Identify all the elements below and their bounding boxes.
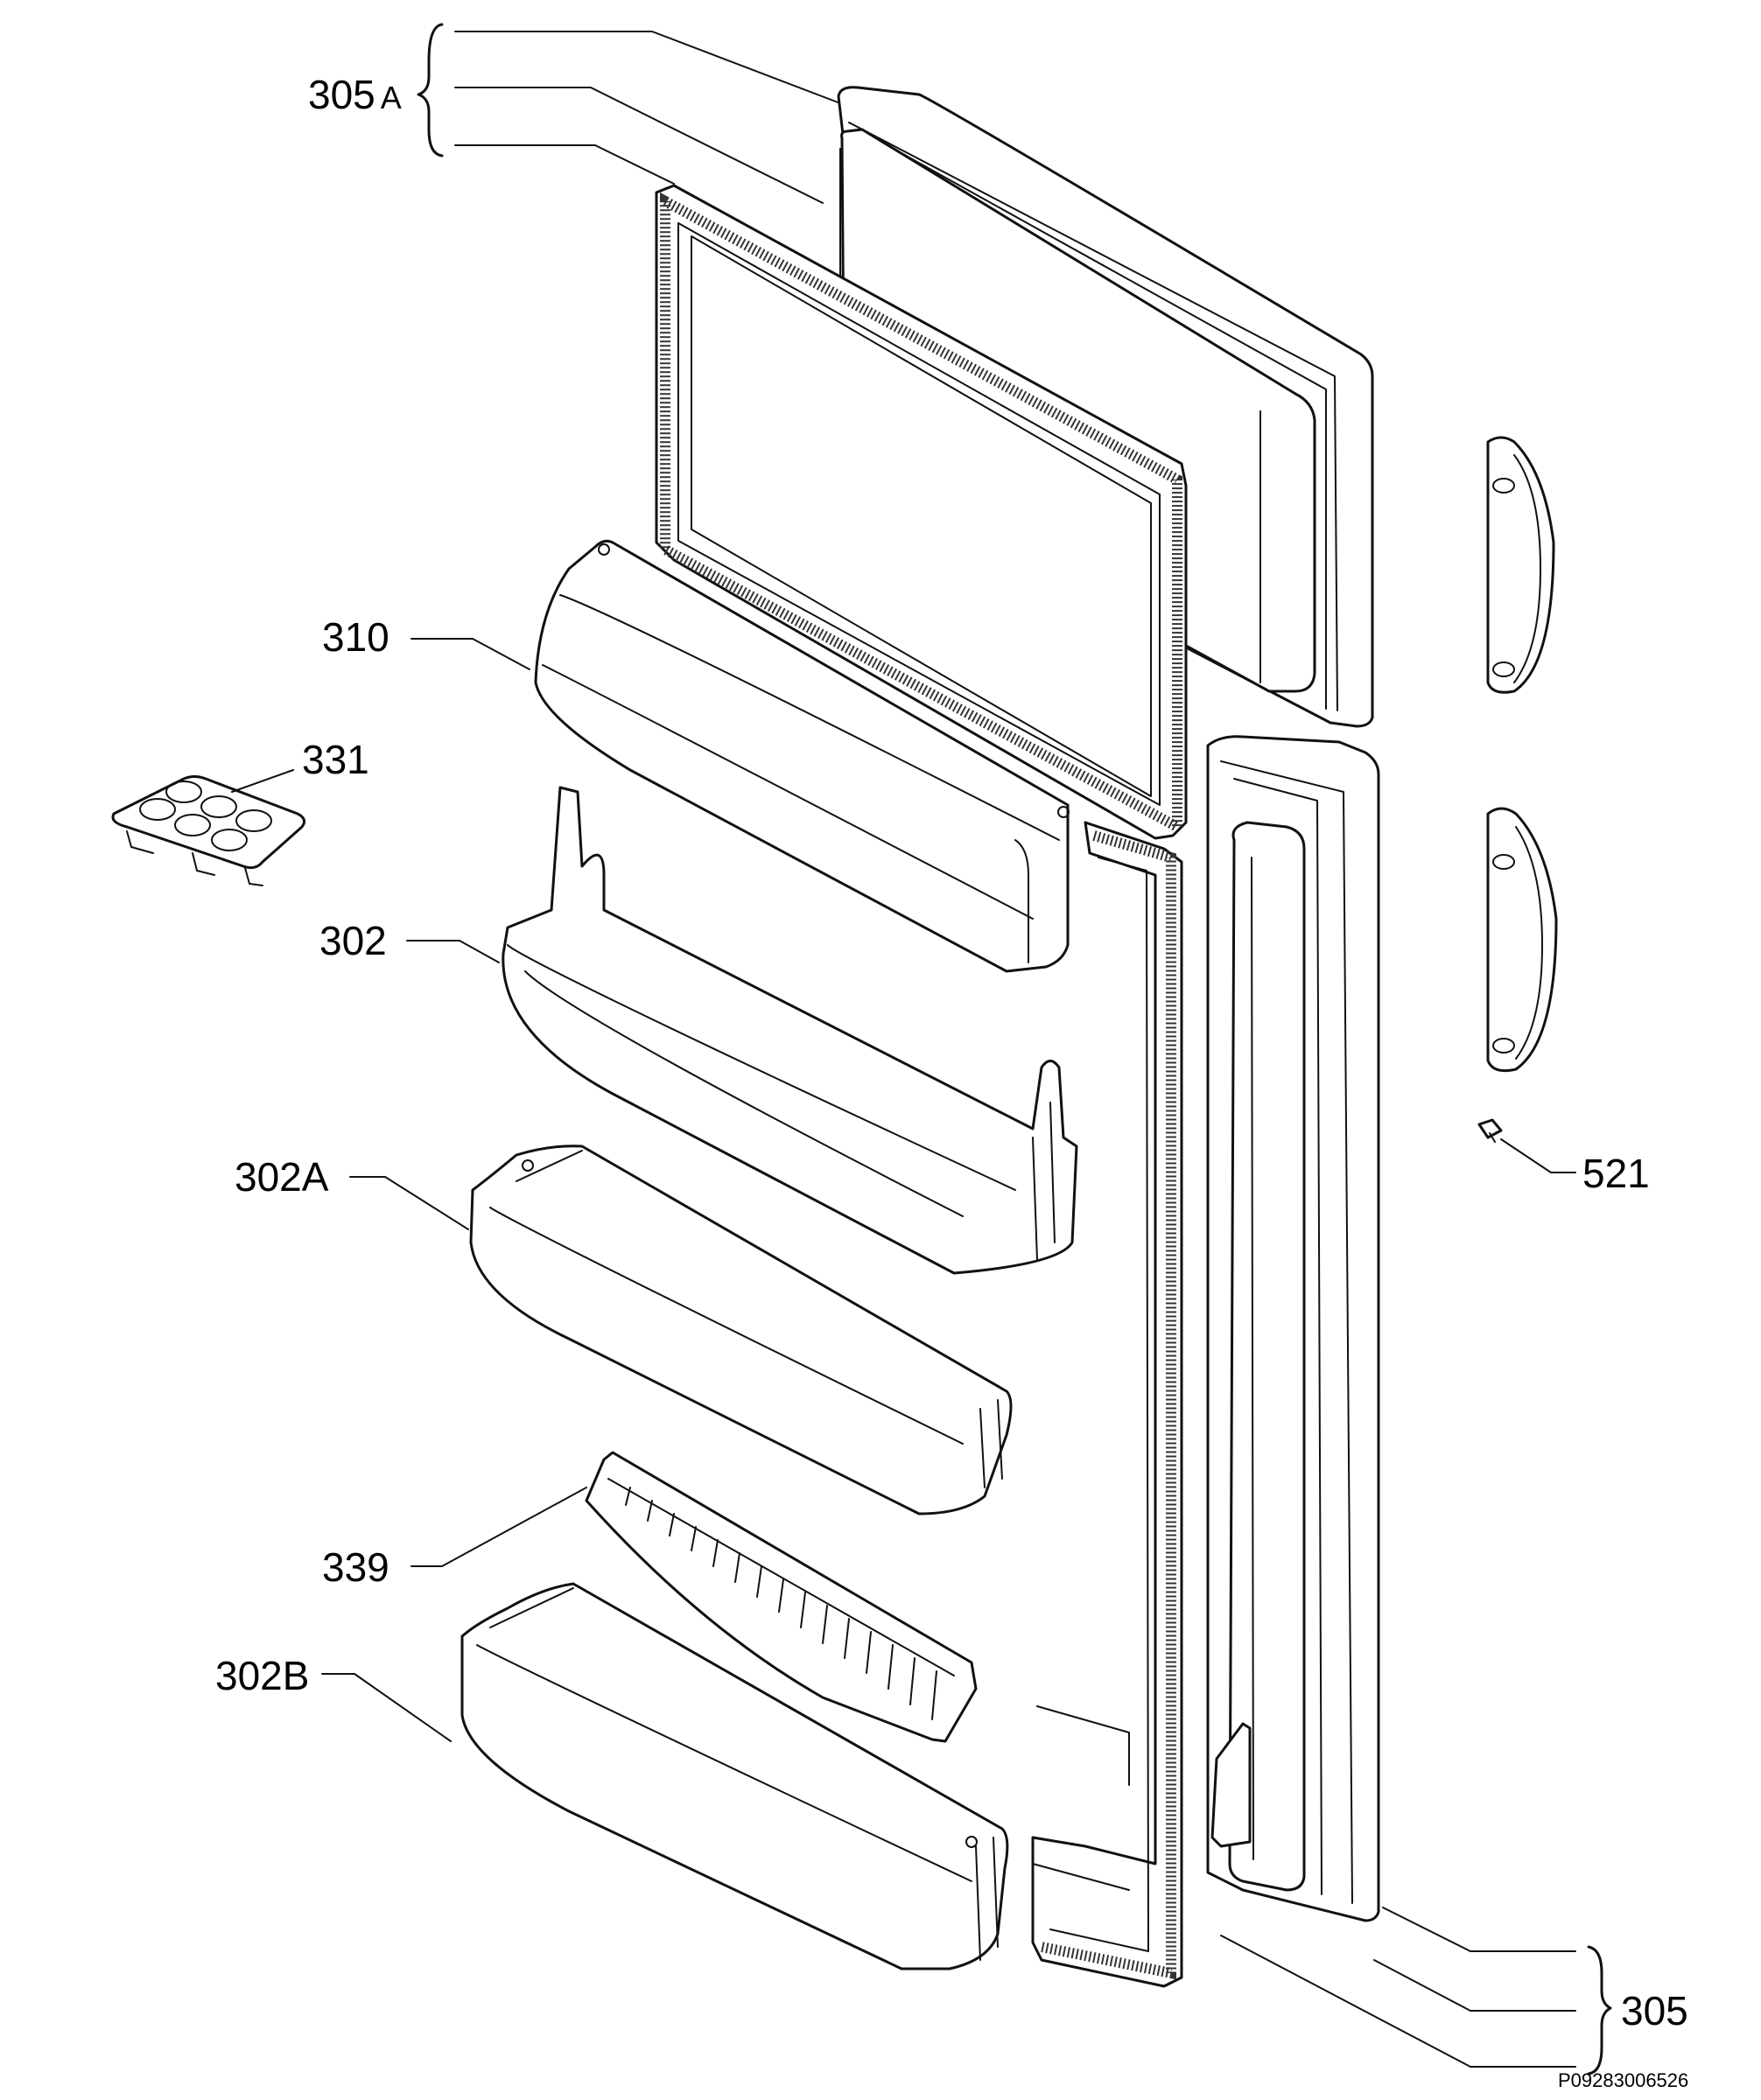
dairy-compartment (534, 539, 1070, 973)
door-shelf-302 (502, 786, 1078, 1275)
door-shelf-302a (469, 1144, 1013, 1516)
brace-305a (417, 23, 444, 158)
fridge-gasket (1031, 821, 1183, 1988)
bottle-divider (585, 1451, 978, 1743)
label-305: 305 (1621, 1988, 1688, 2034)
label-302: 302 (319, 918, 387, 963)
lower-handle (1486, 807, 1558, 1073)
fridge-door (1206, 735, 1380, 1922)
egg-tray (111, 775, 306, 886)
label-521: 521 (1582, 1151, 1650, 1196)
label-302b: 302B (215, 1653, 310, 1698)
label-302a: 302A (235, 1154, 329, 1200)
label-331: 331 (302, 737, 369, 782)
leader-lines (231, 638, 1576, 1742)
upper-handle (1486, 436, 1555, 694)
screw-521 (1477, 1118, 1503, 1143)
label-305a-suffix: A (380, 80, 402, 116)
label-339: 339 (322, 1544, 389, 1590)
label-310: 310 (322, 614, 389, 660)
leaders-305 (1220, 1907, 1576, 2068)
brace-305 (1587, 1945, 1612, 2076)
drawing-code: P09283006526 (1558, 2069, 1689, 2091)
divider-ribs (625, 1487, 937, 1720)
freezer-gasket (655, 184, 1188, 840)
door-shelf-302b (460, 1582, 1009, 1970)
label-305a-number: 305 (308, 72, 375, 117)
leaders-305a (454, 31, 841, 204)
